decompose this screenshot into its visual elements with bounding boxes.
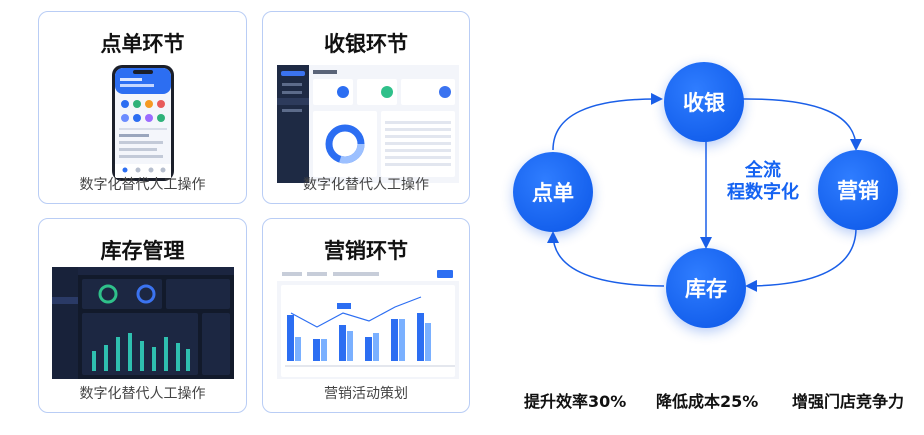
arrow-right-to-bottom <box>745 227 857 292</box>
card-subtitle: 数字化替代人工操作 <box>303 177 429 193</box>
phone-mockup <box>111 64 175 182</box>
card-title: 收银环节 <box>324 32 408 56</box>
stats-row: 提升效率30% 降低成本25% 增强门店竞争力 <box>514 388 924 412</box>
center-label-line2: 程数字化 <box>727 182 799 203</box>
card-ordering: 点单环节 数字化替代人工操作 <box>38 11 247 204</box>
card-inventory: 库存管理 数字化替代人工操作 <box>38 218 247 413</box>
arrow-bottom-to-left <box>547 231 665 287</box>
inventory-dashboard-screenshot <box>52 267 234 379</box>
card-title: 营销环节 <box>324 239 408 263</box>
node-marketing: 营销 <box>818 150 898 230</box>
node-inventory: 库存 <box>666 248 746 328</box>
card-subtitle: 数字化替代人工操作 <box>79 177 206 193</box>
node-cashier: 收银 <box>664 62 744 142</box>
stat-cost: 降低成本25% <box>656 392 759 411</box>
stat-efficiency: 提升效率30% <box>524 392 627 411</box>
stat-competitiveness: 增强门店竞争力 <box>792 392 905 411</box>
marketing-chart-screenshot <box>277 267 459 379</box>
node-ordering: 点单 <box>513 152 593 232</box>
arrow-top-to-right <box>741 98 862 151</box>
card-cashier: 收银环节 数字 <box>262 11 470 204</box>
card-subtitle: 数字化替代人工操作 <box>79 386 206 402</box>
center-label-line1: 全流 <box>745 160 781 181</box>
center-label: 全流 程数字化 <box>718 160 808 204</box>
cashier-dashboard-screenshot <box>277 65 459 183</box>
card-title: 库存管理 <box>100 239 185 263</box>
card-marketing: 营销环节 营销活动策划 <box>262 218 470 413</box>
card-title: 点单环节 <box>100 32 185 56</box>
arrow-left-to-top <box>552 92 663 151</box>
card-subtitle: 营销活动策划 <box>324 386 408 402</box>
